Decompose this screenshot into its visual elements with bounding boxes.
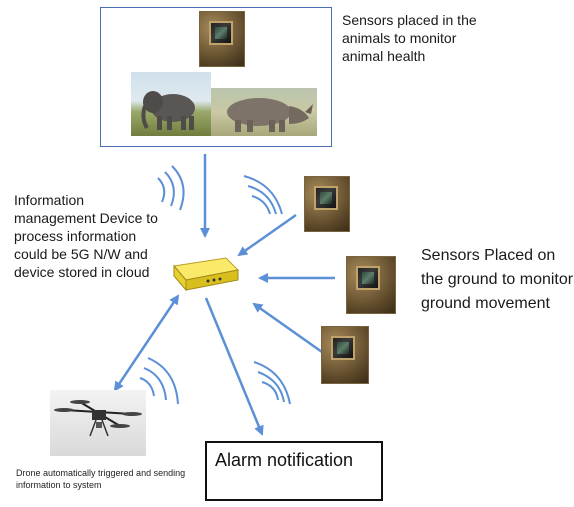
animal-sensors-label: Sensors placed in the animals to monitor… bbox=[342, 12, 477, 64]
arrow-device-to-alarm bbox=[204, 297, 264, 436]
elephant-image bbox=[131, 72, 211, 136]
wifi-signal-icon bbox=[139, 357, 179, 405]
animal-monitoring-box bbox=[100, 7, 332, 147]
info-management-label: Information management Device to process… bbox=[14, 192, 158, 280]
router-device-icon bbox=[173, 257, 240, 292]
sensor-chip-icon bbox=[199, 11, 245, 67]
wifi-signal-icon bbox=[157, 165, 185, 211]
drone-image bbox=[50, 390, 146, 456]
rhino-image bbox=[211, 88, 317, 136]
ground-sensors-label: Sensors Placed on the ground to monitor … bbox=[421, 247, 574, 312]
sensor-chip-icon bbox=[346, 256, 396, 314]
alarm-label: Alarm notification bbox=[215, 450, 354, 470]
drone-caption: Drone automatically triggered and sendin… bbox=[16, 468, 186, 490]
arrow-sensor1-to-device bbox=[237, 213, 297, 257]
arrow-sensor3-to-device bbox=[252, 302, 323, 354]
wifi-signal-icon bbox=[243, 175, 283, 215]
alarm-notification-box: Alarm notification bbox=[205, 441, 383, 501]
arrow-device-drone bbox=[113, 294, 180, 392]
sensor-chip-icon bbox=[321, 326, 369, 384]
wifi-signal-icon bbox=[253, 361, 291, 405]
sensor-chip-icon bbox=[304, 176, 350, 232]
